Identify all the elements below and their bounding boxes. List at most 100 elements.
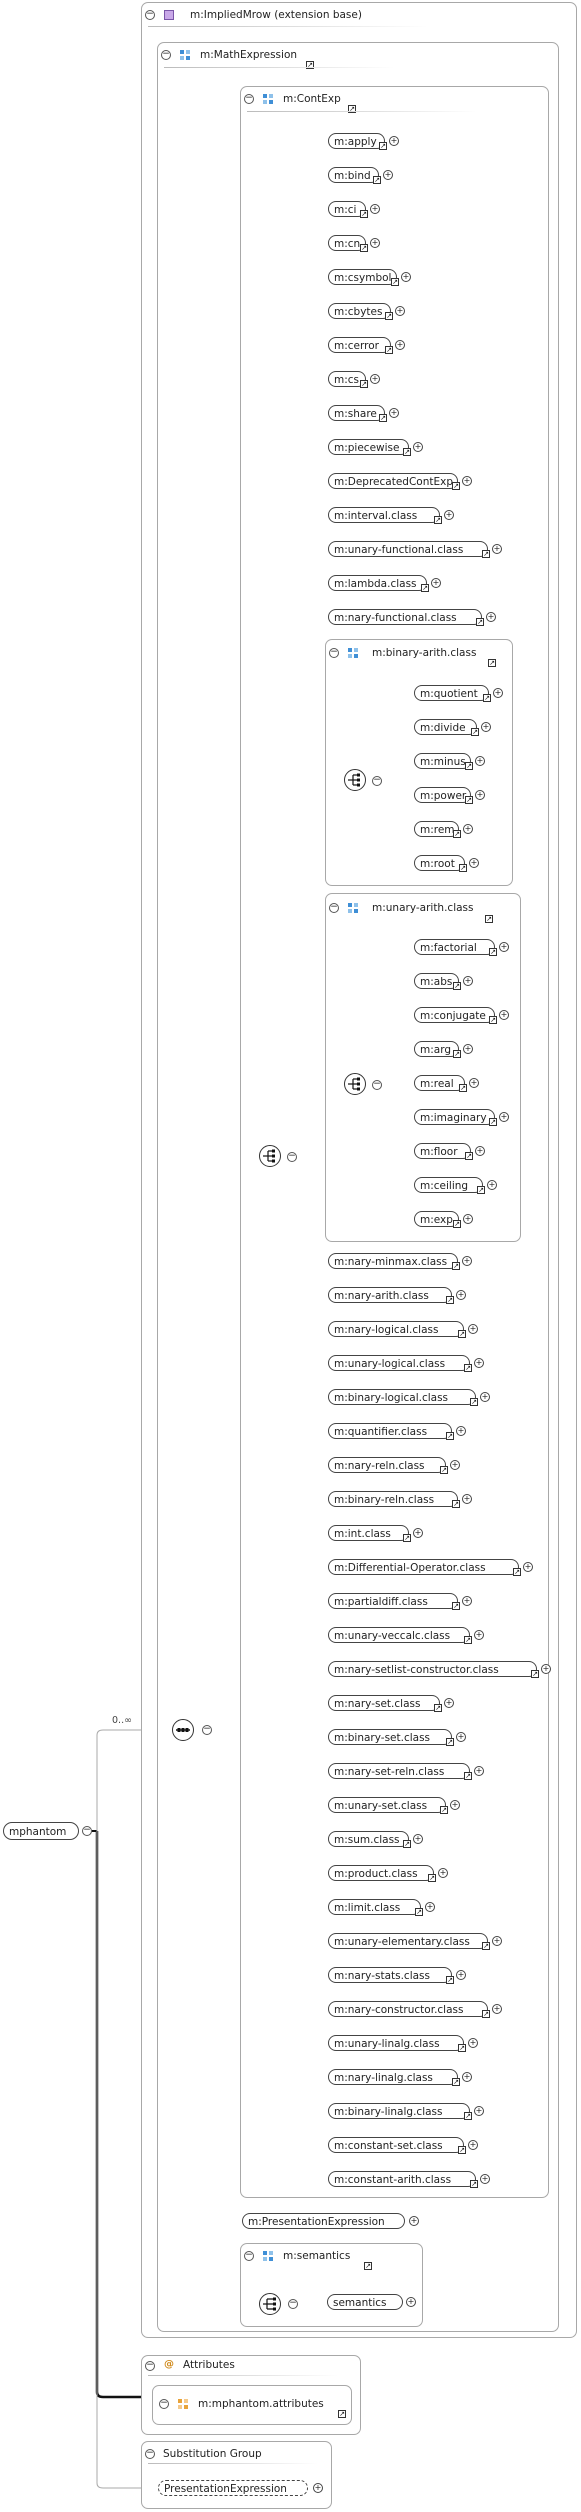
semantics-node[interactable]: semantics bbox=[327, 2294, 403, 2310]
collapse-implied-mrow[interactable]: − bbox=[145, 9, 155, 20]
content-item-expand[interactable]: + bbox=[438, 1868, 448, 1878]
content-item-link-icon[interactable]: ↗ bbox=[476, 618, 484, 626]
unary-arith-item[interactable]: m:real bbox=[414, 1075, 465, 1091]
binary-arith-item[interactable]: m:quotient bbox=[414, 685, 489, 701]
collapse-binary-arith[interactable]: − bbox=[329, 647, 339, 658]
unary-arith-item[interactable]: m:imaginary bbox=[414, 1109, 495, 1125]
content-item-expand[interactable]: + bbox=[474, 1630, 484, 1640]
content-item-expand[interactable]: + bbox=[456, 1290, 466, 1300]
binary-arith-item-expand[interactable]: + bbox=[475, 756, 485, 766]
content-item-link-icon[interactable]: ↗ bbox=[421, 584, 429, 592]
binary-arith-item-link-icon[interactable]: ↗ bbox=[465, 762, 473, 770]
content-item-link-icon[interactable]: ↗ bbox=[452, 1500, 460, 1508]
unary-arith-item-expand[interactable]: + bbox=[499, 942, 509, 952]
unary-arith-item-link-icon[interactable]: ↗ bbox=[465, 1152, 473, 1160]
content-item-link-icon[interactable]: ↗ bbox=[482, 1942, 490, 1950]
content-item-expand[interactable]: + bbox=[462, 1494, 472, 1504]
content-item-expand[interactable]: + bbox=[541, 1664, 551, 1674]
content-item-link-icon[interactable]: ↗ bbox=[360, 244, 368, 252]
content-item[interactable]: m:nary-set.class bbox=[328, 1695, 440, 1711]
content-item-expand[interactable]: + bbox=[523, 1562, 533, 1572]
binary-arith-item-expand[interactable]: + bbox=[469, 858, 479, 868]
content-item-link-icon[interactable]: ↗ bbox=[373, 176, 381, 184]
content-item-link-icon[interactable]: ↗ bbox=[531, 1670, 539, 1678]
content-item[interactable]: m:Differential-Operator.class bbox=[328, 1559, 519, 1575]
content-item-expand[interactable]: + bbox=[456, 1970, 466, 1980]
content-item-link-icon[interactable]: ↗ bbox=[458, 2044, 466, 2052]
content-item[interactable]: m:cs bbox=[328, 371, 366, 387]
content-item-expand[interactable]: + bbox=[370, 204, 380, 214]
content-item[interactable]: m:nary-reln.class bbox=[328, 1457, 446, 1473]
content-item-expand[interactable]: + bbox=[389, 136, 399, 146]
content-item[interactable]: m:constant-set.class bbox=[328, 2137, 464, 2153]
unary-arith-item[interactable]: m:exp bbox=[414, 1211, 459, 1227]
content-item-link-icon[interactable]: ↗ bbox=[452, 1262, 460, 1270]
content-item-expand[interactable]: + bbox=[389, 408, 399, 418]
content-item[interactable]: m:cbytes bbox=[328, 303, 391, 319]
content-item-expand[interactable]: + bbox=[480, 2174, 490, 2184]
collapse-contexp[interactable]: − bbox=[244, 93, 254, 104]
content-item-expand[interactable]: + bbox=[444, 1698, 454, 1708]
content-item-expand[interactable]: + bbox=[425, 1902, 435, 1912]
content-item-expand[interactable]: + bbox=[370, 374, 380, 384]
content-item[interactable]: m:product.class bbox=[328, 1865, 434, 1881]
content-item[interactable]: m:nary-minmax.class bbox=[328, 1253, 458, 1269]
content-item[interactable]: m:quantifier.class bbox=[328, 1423, 452, 1439]
content-item-link-icon[interactable]: ↗ bbox=[440, 1806, 448, 1814]
content-item[interactable]: m:int.class bbox=[328, 1525, 409, 1541]
binary-arith-item-link-icon[interactable]: ↗ bbox=[459, 864, 467, 872]
binary-arith-item[interactable]: m:rem bbox=[414, 821, 459, 837]
content-item[interactable]: m:nary-linalg.class bbox=[328, 2069, 458, 2085]
content-item-expand[interactable]: + bbox=[474, 2106, 484, 2116]
content-item-expand[interactable]: + bbox=[474, 1358, 484, 1368]
content-item-expand[interactable]: + bbox=[450, 1460, 460, 1470]
binary-arith-item-link-icon[interactable]: ↗ bbox=[453, 830, 461, 838]
binary-arith-item[interactable]: m:divide bbox=[414, 719, 477, 735]
contexp-link-icon[interactable]: ↗ bbox=[348, 105, 356, 113]
collapse-unary-arith[interactable]: − bbox=[329, 902, 339, 913]
unary-arith-link-icon[interactable]: ↗ bbox=[485, 915, 493, 923]
content-item-link-icon[interactable]: ↗ bbox=[452, 1602, 460, 1610]
content-item-link-icon[interactable]: ↗ bbox=[379, 414, 387, 422]
content-item[interactable]: m:binary-linalg.class bbox=[328, 2103, 470, 2119]
mphantom-root-node[interactable]: mphantom bbox=[3, 1822, 79, 1840]
content-item[interactable]: m:DeprecatedContExp bbox=[328, 473, 458, 489]
content-item[interactable]: m:nary-logical.class bbox=[328, 1321, 464, 1337]
content-item-expand[interactable]: + bbox=[492, 544, 502, 554]
content-item-link-icon[interactable]: ↗ bbox=[452, 2078, 460, 2086]
collapse-attributes[interactable]: − bbox=[145, 2360, 155, 2371]
content-item[interactable]: m:nary-set-reln.class bbox=[328, 1763, 470, 1779]
content-item-expand[interactable]: + bbox=[395, 340, 405, 350]
binary-arith-item-expand[interactable]: + bbox=[493, 688, 503, 698]
binary-arith-item-link-icon[interactable]: ↗ bbox=[483, 694, 491, 702]
content-item-expand[interactable]: + bbox=[395, 306, 405, 316]
content-item-link-icon[interactable]: ↗ bbox=[385, 346, 393, 354]
content-item-expand[interactable]: + bbox=[413, 1834, 423, 1844]
collapse-choice-contexp[interactable]: − bbox=[287, 1151, 297, 1162]
content-item-link-icon[interactable]: ↗ bbox=[513, 1568, 521, 1576]
content-item-expand[interactable]: + bbox=[492, 2004, 502, 2014]
unary-arith-item-expand[interactable]: + bbox=[487, 1180, 497, 1190]
unary-arith-item[interactable]: m:factorial bbox=[414, 939, 495, 955]
content-item-link-icon[interactable]: ↗ bbox=[403, 1840, 411, 1848]
unary-arith-item[interactable]: m:ceiling bbox=[414, 1177, 483, 1193]
content-item-link-icon[interactable]: ↗ bbox=[403, 448, 411, 456]
unary-arith-item-link-icon[interactable]: ↗ bbox=[477, 1186, 485, 1194]
unary-arith-item-link-icon[interactable]: ↗ bbox=[453, 1220, 461, 1228]
collapse-math-expression[interactable]: − bbox=[161, 49, 171, 60]
unary-arith-item-expand[interactable]: + bbox=[463, 976, 473, 986]
content-item-expand[interactable]: + bbox=[462, 1596, 472, 1606]
content-item[interactable]: m:binary-logical.class bbox=[328, 1389, 476, 1405]
content-item-link-icon[interactable]: ↗ bbox=[391, 278, 399, 286]
content-item[interactable]: m:nary-stats.class bbox=[328, 1967, 452, 1983]
content-item-expand[interactable]: + bbox=[444, 510, 454, 520]
content-item[interactable]: m:nary-constructor.class bbox=[328, 2001, 488, 2017]
content-item-link-icon[interactable]: ↗ bbox=[446, 1432, 454, 1440]
content-item-link-icon[interactable]: ↗ bbox=[415, 1908, 423, 1916]
content-item-link-icon[interactable]: ↗ bbox=[464, 1636, 472, 1644]
content-item[interactable]: m:cerror bbox=[328, 337, 391, 353]
content-item[interactable]: m:csymbol bbox=[328, 269, 397, 285]
presentation-expression-sub-node[interactable]: PresentationExpression bbox=[158, 2480, 308, 2496]
collapse-all-semantics[interactable]: − bbox=[288, 2298, 298, 2309]
unary-arith-item[interactable]: m:floor bbox=[414, 1143, 471, 1159]
